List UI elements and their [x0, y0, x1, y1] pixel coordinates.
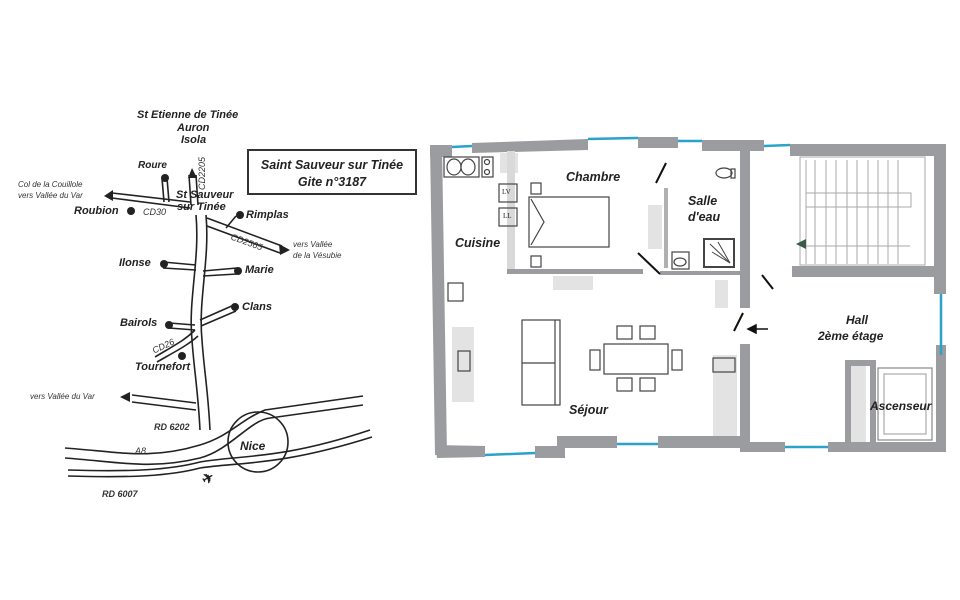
label-isola: Isola — [181, 134, 207, 146]
label-roure: Roure — [138, 160, 167, 171]
label-st-etienne: St Etienne de Tinée — [137, 109, 239, 121]
road-cd2205: CD2205 — [197, 156, 207, 190]
label-vers-var-bottom: vers Vallée du Var — [30, 392, 95, 401]
label-vers-vesubie-2: de la Vésubie — [293, 251, 342, 260]
label-marie: Marie — [245, 264, 274, 276]
label-col-couillole: Col de la Couillole — [18, 180, 83, 189]
room-sejour: Séjour — [569, 403, 608, 417]
label-st-sauveur-1: St Sauveur — [176, 189, 234, 201]
label-ilonse: Ilonse — [119, 257, 151, 269]
label-clans: Clans — [242, 301, 272, 313]
appliance-lv: LV — [502, 188, 511, 196]
gite-title-line2: Gite n°3187 — [297, 175, 367, 189]
road-rd6007: RD 6007 — [102, 489, 138, 499]
gite-title-line1: Saint Sauveur sur Tinée — [260, 158, 404, 172]
label-auron: Auron — [177, 122, 210, 134]
label-st-sauveur-2: sur Tinée — [177, 201, 226, 213]
room-salle-2: d'eau — [688, 210, 721, 224]
label-vers-vesubie-1: vers Vallée — [293, 240, 333, 249]
room-cuisine: Cuisine — [455, 236, 501, 250]
label-roubion: Roubion — [74, 205, 119, 217]
room-chambre: Chambre — [566, 170, 621, 184]
room-hall-1: Hall — [846, 313, 869, 327]
road-map — [64, 168, 373, 478]
gite-title-box: Saint Sauveur sur Tinée Gite n°3187 — [247, 149, 417, 195]
label-bairols: Bairols — [120, 317, 158, 329]
appliance-ll: LL — [503, 212, 512, 220]
label-rimplas: Rimplas — [246, 209, 289, 221]
label-nice: Nice — [240, 439, 266, 453]
room-hall-2: 2ème étage — [818, 329, 884, 343]
label-vers-var-top: vers Vallée du Var — [18, 191, 83, 200]
room-ascenseur: Ascenseur — [870, 399, 932, 413]
label-tournefort: Tournefort — [135, 361, 191, 373]
road-rd6202: RD 6202 — [154, 422, 190, 432]
road-cd30: CD30 — [143, 207, 167, 217]
room-salle-1: Salle — [688, 194, 718, 208]
road-a8: A8 — [135, 446, 147, 456]
